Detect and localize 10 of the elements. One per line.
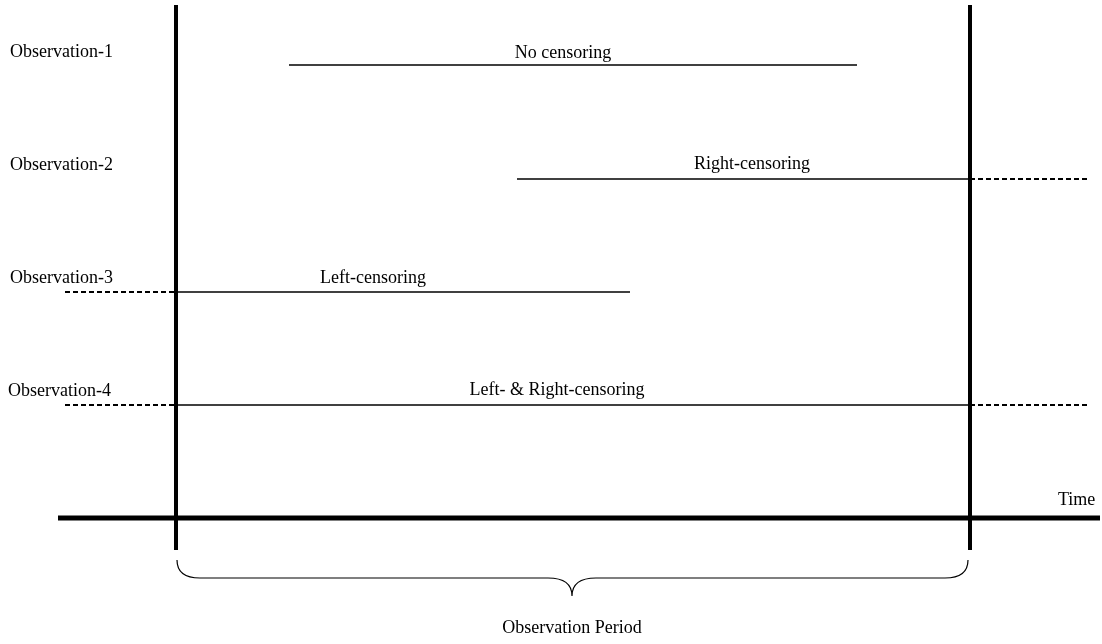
censoring-label: Right-censoring xyxy=(694,154,810,174)
observation-label: Observation-3 xyxy=(10,268,113,288)
observation-label: Observation-4 xyxy=(8,381,111,401)
observation-label: Observation-1 xyxy=(10,42,113,62)
censoring-label: Left-censoring xyxy=(320,268,426,288)
censoring-label: Left- & Right-censoring xyxy=(469,380,645,400)
censoring-label: No censoring xyxy=(514,43,612,63)
observation-label: Observation-2 xyxy=(10,155,113,175)
axis-label: Observation Period xyxy=(502,618,642,638)
axis-label: Time xyxy=(1058,490,1096,510)
